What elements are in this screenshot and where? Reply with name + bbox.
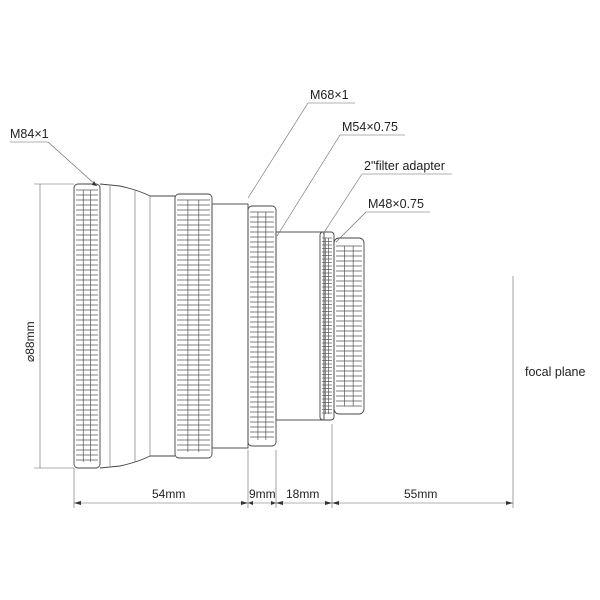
m54-leader [276, 134, 341, 237]
ring-m84 [73, 183, 101, 469]
length-dimensions: 54mm 9mm 18mm 55mm [73, 424, 513, 508]
m48-leader [335, 211, 367, 243]
label-m48: M48×0.75 [368, 197, 424, 211]
diameter-dimension: ⌀88mm [23, 183, 74, 469]
label-filter: 2"filter adapter [364, 159, 445, 173]
dim-9mm: 9mm [249, 487, 276, 501]
ring-main-body [174, 193, 213, 459]
callouts: M84×1 M68×1 M54×0.75 2"filter adapter M4… [10, 88, 452, 243]
filter-leader [322, 173, 363, 235]
ring-m54 [247, 205, 277, 447]
adapter-tube [275, 231, 325, 421]
dim-54mm: 54mm [152, 487, 185, 501]
label-focal-plane: focal plane [525, 365, 586, 379]
m84-arrow [92, 181, 97, 186]
ring-m48 [333, 237, 365, 415]
mid-tube [211, 203, 249, 449]
m68-leader [247, 102, 309, 199]
dim-55mm: 55mm [404, 487, 437, 501]
focal-plane: focal plane [512, 276, 586, 508]
ring-m48-body [333, 237, 365, 415]
label-m54: M54×0.75 [342, 120, 398, 134]
m84-leader [47, 141, 98, 187]
ring-main [174, 193, 213, 459]
label-m68: M68×1 [310, 88, 349, 102]
ring-m84-body [73, 183, 101, 469]
ring-filter [319, 231, 335, 421]
label-m84: M84×1 [10, 127, 49, 141]
flare-bottom [99, 455, 175, 469]
ring-m54-body [247, 205, 277, 447]
dim-18mm: 18mm [286, 487, 319, 501]
flare-top [99, 183, 175, 197]
label-diameter: ⌀88mm [23, 321, 37, 362]
